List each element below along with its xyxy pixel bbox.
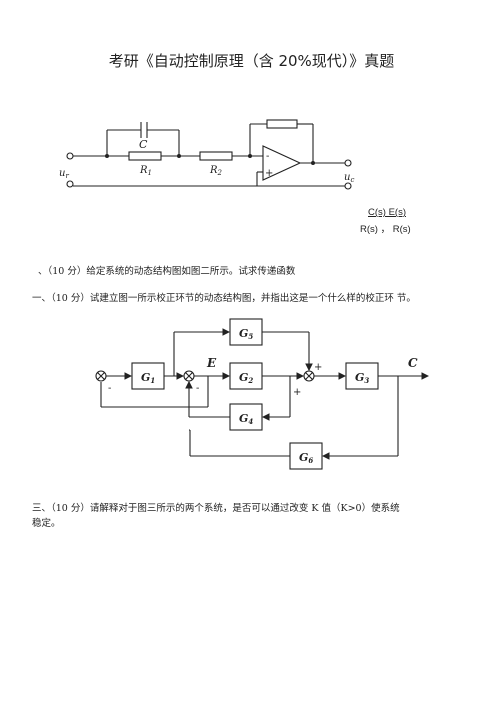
r1-resistor [128, 151, 162, 161]
page-title: 考研《自动控制原理（含 20%现代）》真题 [108, 52, 395, 70]
question-3-line-1: 三、（10 分）请解释对于图三所示的两个系统，是否可以通过改变 K 值（K>0）… [32, 503, 400, 514]
sign-plus-2: + [293, 387, 301, 398]
input-voltage-label: ur [59, 168, 69, 180]
output-terminal-top [344, 159, 352, 167]
g2-label: G2 [239, 371, 253, 385]
input-terminal-bottom [66, 180, 74, 188]
sign-plus-1: + [314, 362, 322, 373]
g1-label: G1 [141, 371, 155, 385]
g5-label: G5 [239, 327, 253, 341]
feedback-resistor [266, 119, 298, 129]
question-3-line-2: 稳定。 [32, 518, 61, 529]
question-2-text: 、（10 分）给定系统的动态结构图如图二所示。试求传递函数 [38, 266, 296, 277]
g3-label: G3 [355, 371, 369, 385]
junction-dot [177, 154, 181, 158]
r1-label: R1 [139, 165, 152, 177]
r2-label: R2 [209, 165, 223, 177]
input-terminal-top [66, 152, 74, 160]
e-signal-label: E [206, 356, 217, 370]
opamp [262, 145, 302, 181]
junction-dot [311, 161, 315, 165]
g6-label: G6 [299, 451, 313, 465]
output-terminal-bottom [344, 182, 352, 190]
c-output-label: C [408, 356, 418, 370]
transfer-fraction-numerator: C(s) E(s) [368, 207, 406, 218]
opamp-plus-sign: + [265, 168, 273, 179]
sign-minus-2: - [196, 383, 199, 394]
junction-dot [248, 154, 252, 158]
sign-minus-1: - [108, 383, 111, 394]
question-1-text: 一、（10 分）试建立图一所示校正环节的动态结构图，并指出这是一个什么样的校正环… [32, 293, 416, 304]
block-diagram: G1 G2 G5 G4 G3 G6 E C - - + + [95, 318, 430, 470]
capacitor-label: C [139, 138, 148, 151]
opamp-minus-sign: - [266, 151, 269, 162]
transfer-fraction-denominator: R(s) ， R(s) [360, 224, 411, 235]
junction-dot [105, 154, 109, 158]
g4-label: G4 [239, 412, 253, 426]
circuit-diagram: C R1 R2 ur uc - + [59, 119, 354, 190]
output-voltage-label: uc [344, 172, 354, 184]
r2-resistor [199, 151, 233, 161]
